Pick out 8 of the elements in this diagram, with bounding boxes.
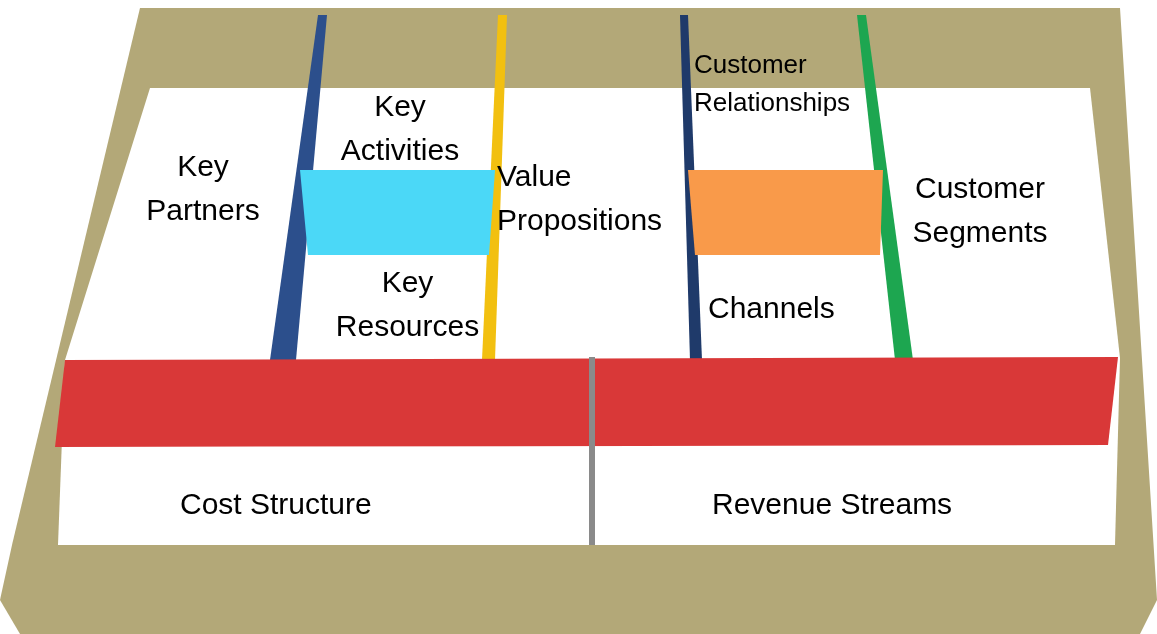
section-label: Key Resources <box>334 264 481 344</box>
section-label: Customer Relationships <box>694 48 852 119</box>
section-label: Key Activities <box>339 88 461 168</box>
section-label: Customer Segments <box>911 170 1049 250</box>
section-label: Revenue Streams <box>712 486 953 522</box>
section-label: Key Partners <box>145 148 261 228</box>
section-label: Cost Structure <box>180 486 372 522</box>
section-label: Channels <box>708 290 835 326</box>
